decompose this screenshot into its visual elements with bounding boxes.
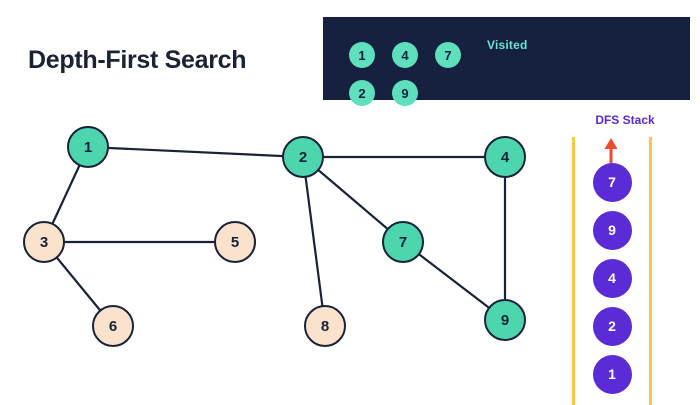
dfs-stack-item-4: 4 <box>592 258 632 298</box>
stack-rail-left <box>572 137 575 405</box>
visited-chip-4: 4 <box>392 42 418 68</box>
visited-panel-label: Visited <box>487 38 528 52</box>
page-title: Depth-First Search <box>28 46 247 74</box>
dfs-stack-item-2: 2 <box>592 306 632 346</box>
graph-edge-1-2 <box>87 145 304 159</box>
visited-chip-9: 9 <box>392 80 418 106</box>
dfs-stack-item-9: 9 <box>592 210 632 250</box>
graph-node-1[interactable]: 1 <box>67 126 109 168</box>
graph-node-4[interactable]: 4 <box>484 136 526 178</box>
graph-edge-2-8 <box>301 156 327 327</box>
graph-node-3[interactable]: 3 <box>23 221 65 263</box>
dfs-stack-title: DFS Stack <box>595 113 655 127</box>
graph-node-7[interactable]: 7 <box>382 221 424 263</box>
dfs-stack-panel: DFS Stack 7 9 4 2 1 <box>550 105 700 405</box>
visited-chip-1: 1 <box>349 42 375 68</box>
visited-chip-7: 7 <box>435 42 461 68</box>
stack-pop-arrow-icon <box>604 138 618 163</box>
stack-rail-right <box>649 137 652 405</box>
graph-node-9[interactable]: 9 <box>484 299 526 341</box>
dfs-stack-item-1: 1 <box>592 354 632 394</box>
graph-node-6[interactable]: 6 <box>92 305 134 347</box>
dfs-stack-item-7: 7 <box>592 162 632 202</box>
graph-node-5[interactable]: 5 <box>214 221 256 263</box>
visited-chip-2: 2 <box>349 80 375 106</box>
graph-node-8[interactable]: 8 <box>304 305 346 347</box>
graph-node-2[interactable]: 2 <box>282 136 324 178</box>
